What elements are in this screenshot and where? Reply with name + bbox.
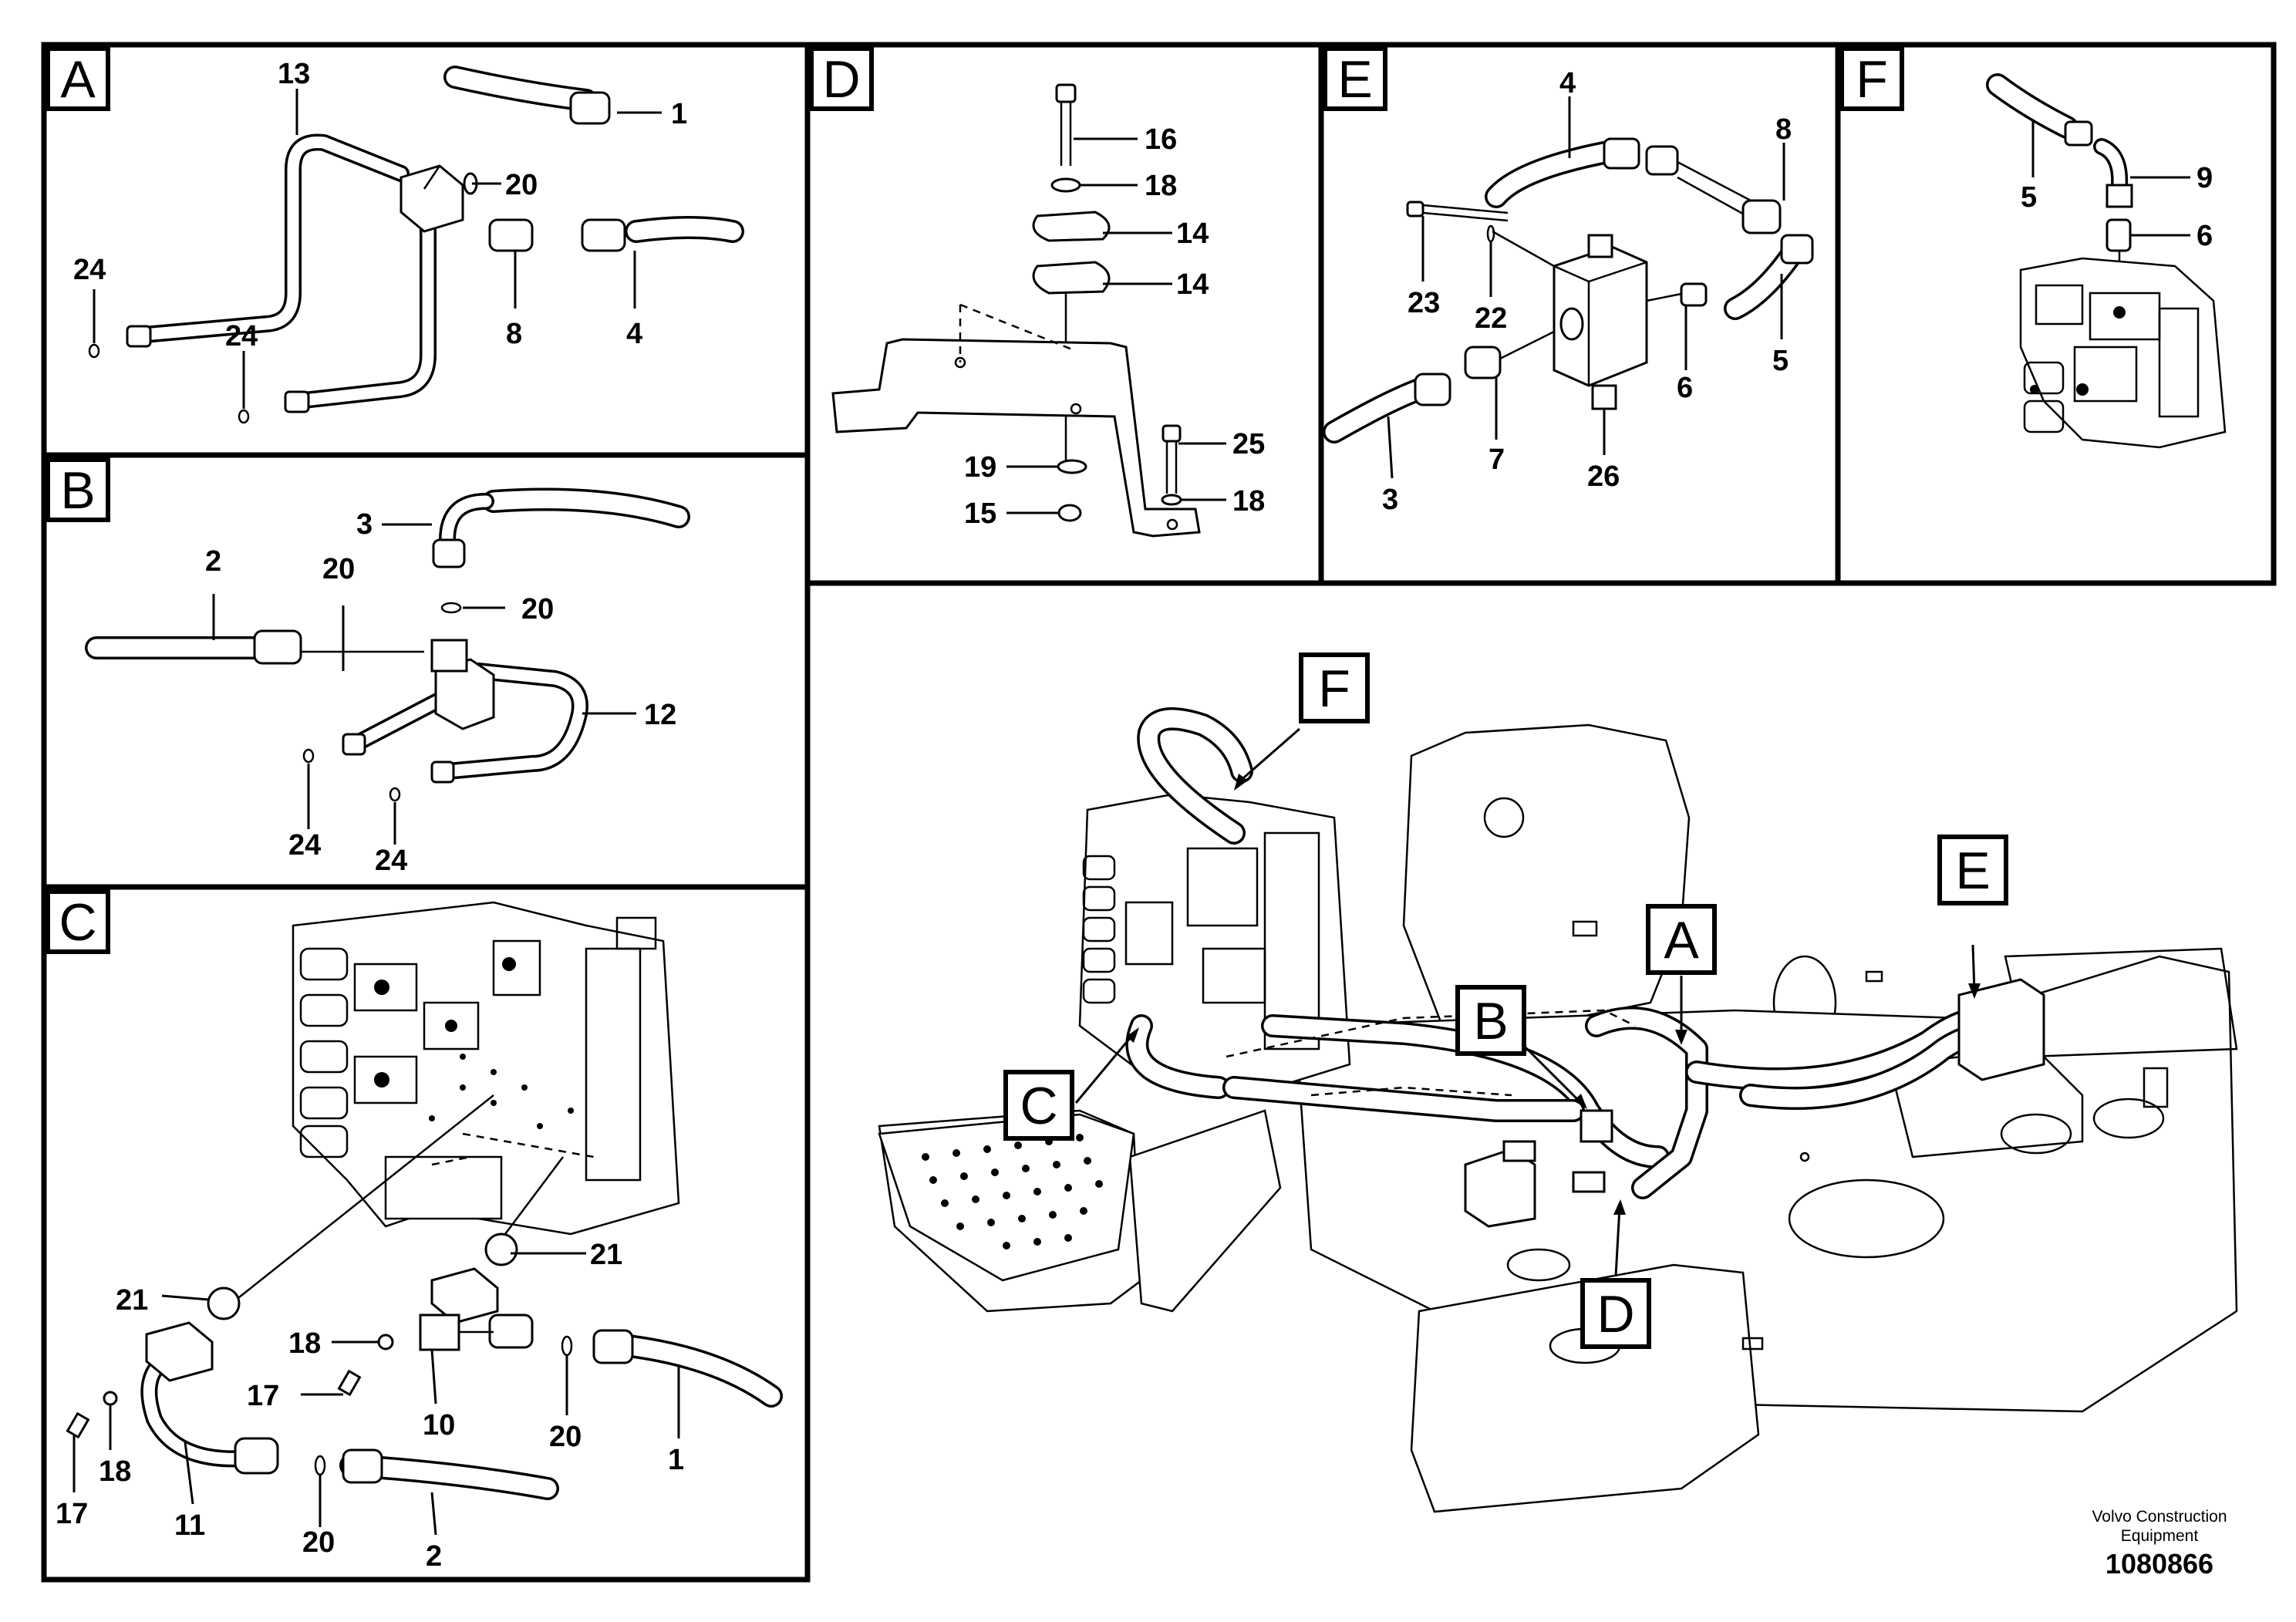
svg-text:C: C bbox=[59, 893, 96, 952]
callout-14: 14 bbox=[1176, 268, 1209, 301]
callout-15: 15 bbox=[964, 497, 996, 530]
overview-callout-d: D bbox=[1580, 1278, 1651, 1349]
callout-7: 7 bbox=[1489, 443, 1505, 476]
drawing-number: 1080866 bbox=[2106, 1548, 2213, 1580]
callout-25: 25 bbox=[1232, 428, 1265, 460]
panel-f-drawing: 5 9 6 bbox=[1986, 73, 2227, 449]
callout-16: 16 bbox=[1145, 123, 1177, 156]
svg-text:C: C bbox=[1020, 1077, 1057, 1135]
callout-19: 19 bbox=[964, 451, 996, 484]
callout-18: 18 bbox=[1232, 485, 1265, 518]
callout-9: 9 bbox=[2197, 162, 2213, 194]
callout-20: 20 bbox=[322, 553, 355, 585]
overview-callout-f: F bbox=[1299, 653, 1370, 723]
callout-21: 21 bbox=[590, 1239, 622, 1271]
callout-26: 26 bbox=[1587, 460, 1620, 493]
callout-1: 1 bbox=[671, 98, 687, 130]
callout-6: 6 bbox=[2197, 220, 2213, 252]
panel-f-badge: F bbox=[1839, 46, 1904, 111]
callout-18: 18 bbox=[288, 1327, 321, 1360]
callout-3: 3 bbox=[356, 508, 373, 541]
callout-20: 20 bbox=[549, 1421, 582, 1453]
footer-company-line1: Volvo Construction bbox=[2092, 1508, 2227, 1526]
svg-text:D: D bbox=[1596, 1285, 1634, 1344]
panel-f-frame bbox=[1835, 42, 2277, 586]
callout-5: 5 bbox=[2021, 181, 2037, 214]
overview-callout-a: A bbox=[1646, 904, 1717, 975]
panel-c-badge: C bbox=[46, 889, 110, 954]
panel-c-frame bbox=[41, 884, 811, 1583]
svg-text:F: F bbox=[1856, 50, 1888, 109]
callout-14: 14 bbox=[1176, 218, 1209, 250]
callout-3: 3 bbox=[1382, 484, 1398, 516]
svg-text:E: E bbox=[1337, 50, 1372, 109]
svg-text:F: F bbox=[1318, 659, 1350, 718]
panel-d-badge: D bbox=[809, 46, 874, 111]
overview-drawing: F A E B C D bbox=[878, 653, 2238, 1513]
callout-13: 13 bbox=[278, 58, 310, 90]
svg-text:B: B bbox=[1473, 992, 1508, 1050]
callout-18: 18 bbox=[99, 1455, 131, 1488]
svg-text:D: D bbox=[822, 50, 860, 109]
panel-d-drawing: 16 18 14 14 25 19 15 18 bbox=[831, 83, 1265, 538]
svg-text:A: A bbox=[60, 50, 96, 109]
overview-callout-b: B bbox=[1455, 985, 1526, 1056]
callout-20: 20 bbox=[302, 1526, 335, 1559]
callout-4: 4 bbox=[626, 318, 642, 350]
callout-6: 6 bbox=[1677, 372, 1693, 404]
callout-11: 11 bbox=[174, 1509, 205, 1542]
callout-24: 24 bbox=[375, 845, 407, 877]
panel-a-badge: A bbox=[46, 46, 110, 111]
callout-12: 12 bbox=[644, 699, 676, 731]
callout-20: 20 bbox=[505, 169, 538, 201]
panel-c-drawing: 21 21 18 17 10 20 1 17 18 11 20 2 bbox=[56, 901, 783, 1573]
callout-20: 20 bbox=[521, 593, 554, 626]
callout-2: 2 bbox=[205, 545, 221, 578]
callout-24: 24 bbox=[225, 320, 258, 352]
callout-23: 23 bbox=[1408, 287, 1440, 319]
panel-e-drawing: 4 8 23 22 6 5 7 3 26 bbox=[1323, 67, 1814, 516]
callout-18: 18 bbox=[1145, 170, 1177, 202]
svg-text:E: E bbox=[1955, 841, 1990, 900]
callout-24: 24 bbox=[288, 829, 321, 862]
panel-b-badge: B bbox=[46, 457, 110, 522]
callout-4: 4 bbox=[1559, 67, 1576, 99]
callout-2: 2 bbox=[426, 1540, 442, 1573]
overview-callout-c: C bbox=[1003, 1070, 1074, 1141]
callout-8: 8 bbox=[1775, 113, 1792, 146]
panel-a-drawing: 13 1 20 24 24 8 4 bbox=[73, 58, 744, 424]
callout-1: 1 bbox=[668, 1444, 684, 1476]
svg-text:A: A bbox=[1664, 911, 1699, 969]
panel-b-drawing: 3 2 20 20 12 24 24 bbox=[85, 487, 690, 877]
svg-text:B: B bbox=[60, 461, 95, 520]
panel-b-frame bbox=[41, 452, 811, 890]
overview-callout-e: E bbox=[1937, 835, 2008, 905]
footer-company-line2: Equipment bbox=[2121, 1527, 2199, 1545]
callout-24: 24 bbox=[73, 254, 106, 286]
panel-e-badge: E bbox=[1323, 46, 1387, 111]
callout-22: 22 bbox=[1475, 302, 1507, 335]
callout-17: 17 bbox=[247, 1380, 279, 1412]
callout-8: 8 bbox=[506, 318, 522, 350]
callout-21: 21 bbox=[116, 1284, 148, 1317]
callout-10: 10 bbox=[423, 1409, 455, 1442]
callout-17: 17 bbox=[56, 1498, 88, 1530]
callout-5: 5 bbox=[1772, 345, 1789, 377]
